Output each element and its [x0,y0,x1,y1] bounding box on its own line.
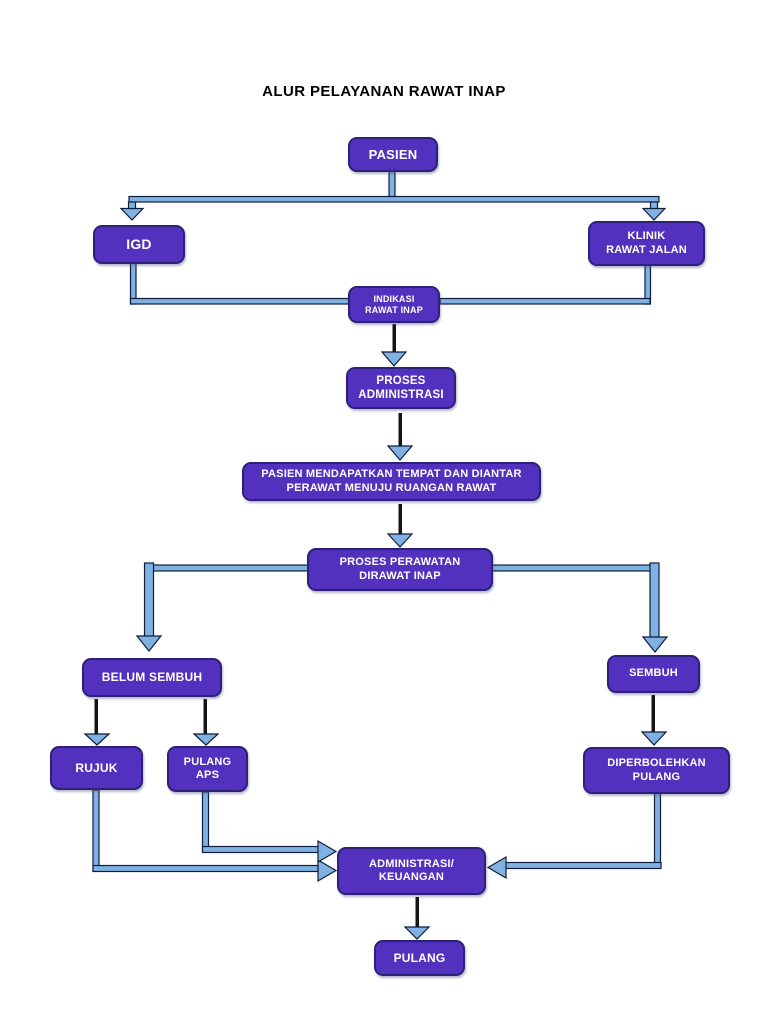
node-belum-sembuh-label: BELUM SEMBUH [101,670,203,685]
arrow-sembuh-diperbolehkan [640,695,668,746]
node-proses-administrasi: PROSES ADMINISTRASI [346,367,456,409]
connector-perawatan-sembuh [491,562,669,653]
node-pulang-aps: PULANG APS [167,746,248,792]
connector-pasien-split [119,170,667,221]
node-pulang: PULANG [374,940,465,976]
connector-rujuk-administrasi [92,789,338,883]
connector-diperbolehkan-administrasi [486,792,662,880]
arrow-pasien-mendapatkan-perawatan [386,504,414,548]
connector-pulang-aps-administrasi [201,791,338,864]
page-title: ALUR PELAYANAN RAWAT INAP [262,83,506,100]
arrow-administrasi-pulang [403,897,431,940]
node-pulang-aps-label: PULANG APS [183,755,232,781]
arrow-belum-sembuh-pulang-aps [192,699,220,746]
node-proses-administrasi-label: PROSES ADMINISTRASI [358,374,444,401]
node-igd-label: IGD [126,235,152,252]
node-rujuk: RUJUK [50,746,143,790]
node-pulang-label: PULANG [393,950,446,965]
node-pasien-mendapatkan-tempat-label: PASIEN MENDAPATKAN TEMPAT DAN DIANTAR PE… [261,468,522,494]
arrow-proses-pasien-mendapatkan [386,413,414,461]
node-indikasi-rawat-inap: INDIKASI RAWAT INAP [348,286,440,323]
arrow-belum-sembuh-rujuk [83,699,111,746]
node-belum-sembuh: BELUM SEMBUH [82,658,222,697]
node-diperbolehkan-pulang-label: DIPERBOLEHKAN PULANG [607,757,706,783]
arrow-indikasi-proses [380,324,408,367]
node-rujuk-label: RUJUK [75,760,118,775]
node-administrasi-keuangan-label: ADMINISTRASI/ KEUANGAN [368,857,455,883]
node-igd: IGD [93,225,185,264]
stem-arrows [83,324,668,940]
node-proses-perawatan: PROSES PERAWATAN DIRAWAT INAP [307,548,493,591]
node-administrasi-keuangan: ADMINISTRASI/ KEUANGAN [337,847,486,895]
node-pasien-mendapatkan-tempat: PASIEN MENDAPATKAN TEMPAT DAN DIANTAR PE… [242,462,541,501]
node-proses-perawatan-label: PROSES PERAWATAN DIRAWAT INAP [339,556,461,582]
connector-klinik-indikasi [439,264,652,305]
connector-igd-indikasi [129,262,350,305]
node-diperbolehkan-pulang: DIPERBOLEHKAN PULANG [583,747,730,794]
node-sembuh: SEMBUH [607,655,700,693]
node-klinik-rawat-jalan: KLINIK RAWAT JALAN [588,221,705,266]
connector-perawatan-belum-sembuh [135,562,309,652]
node-indikasi-rawat-inap-label: INDIKASI RAWAT INAP [365,293,423,315]
node-sembuh-label: SEMBUH [629,667,678,680]
node-klinik-rawat-jalan-label: KLINIK RAWAT JALAN [606,230,687,256]
node-pasien-label: PASIEN [368,146,418,162]
node-pasien: PASIEN [348,137,438,172]
